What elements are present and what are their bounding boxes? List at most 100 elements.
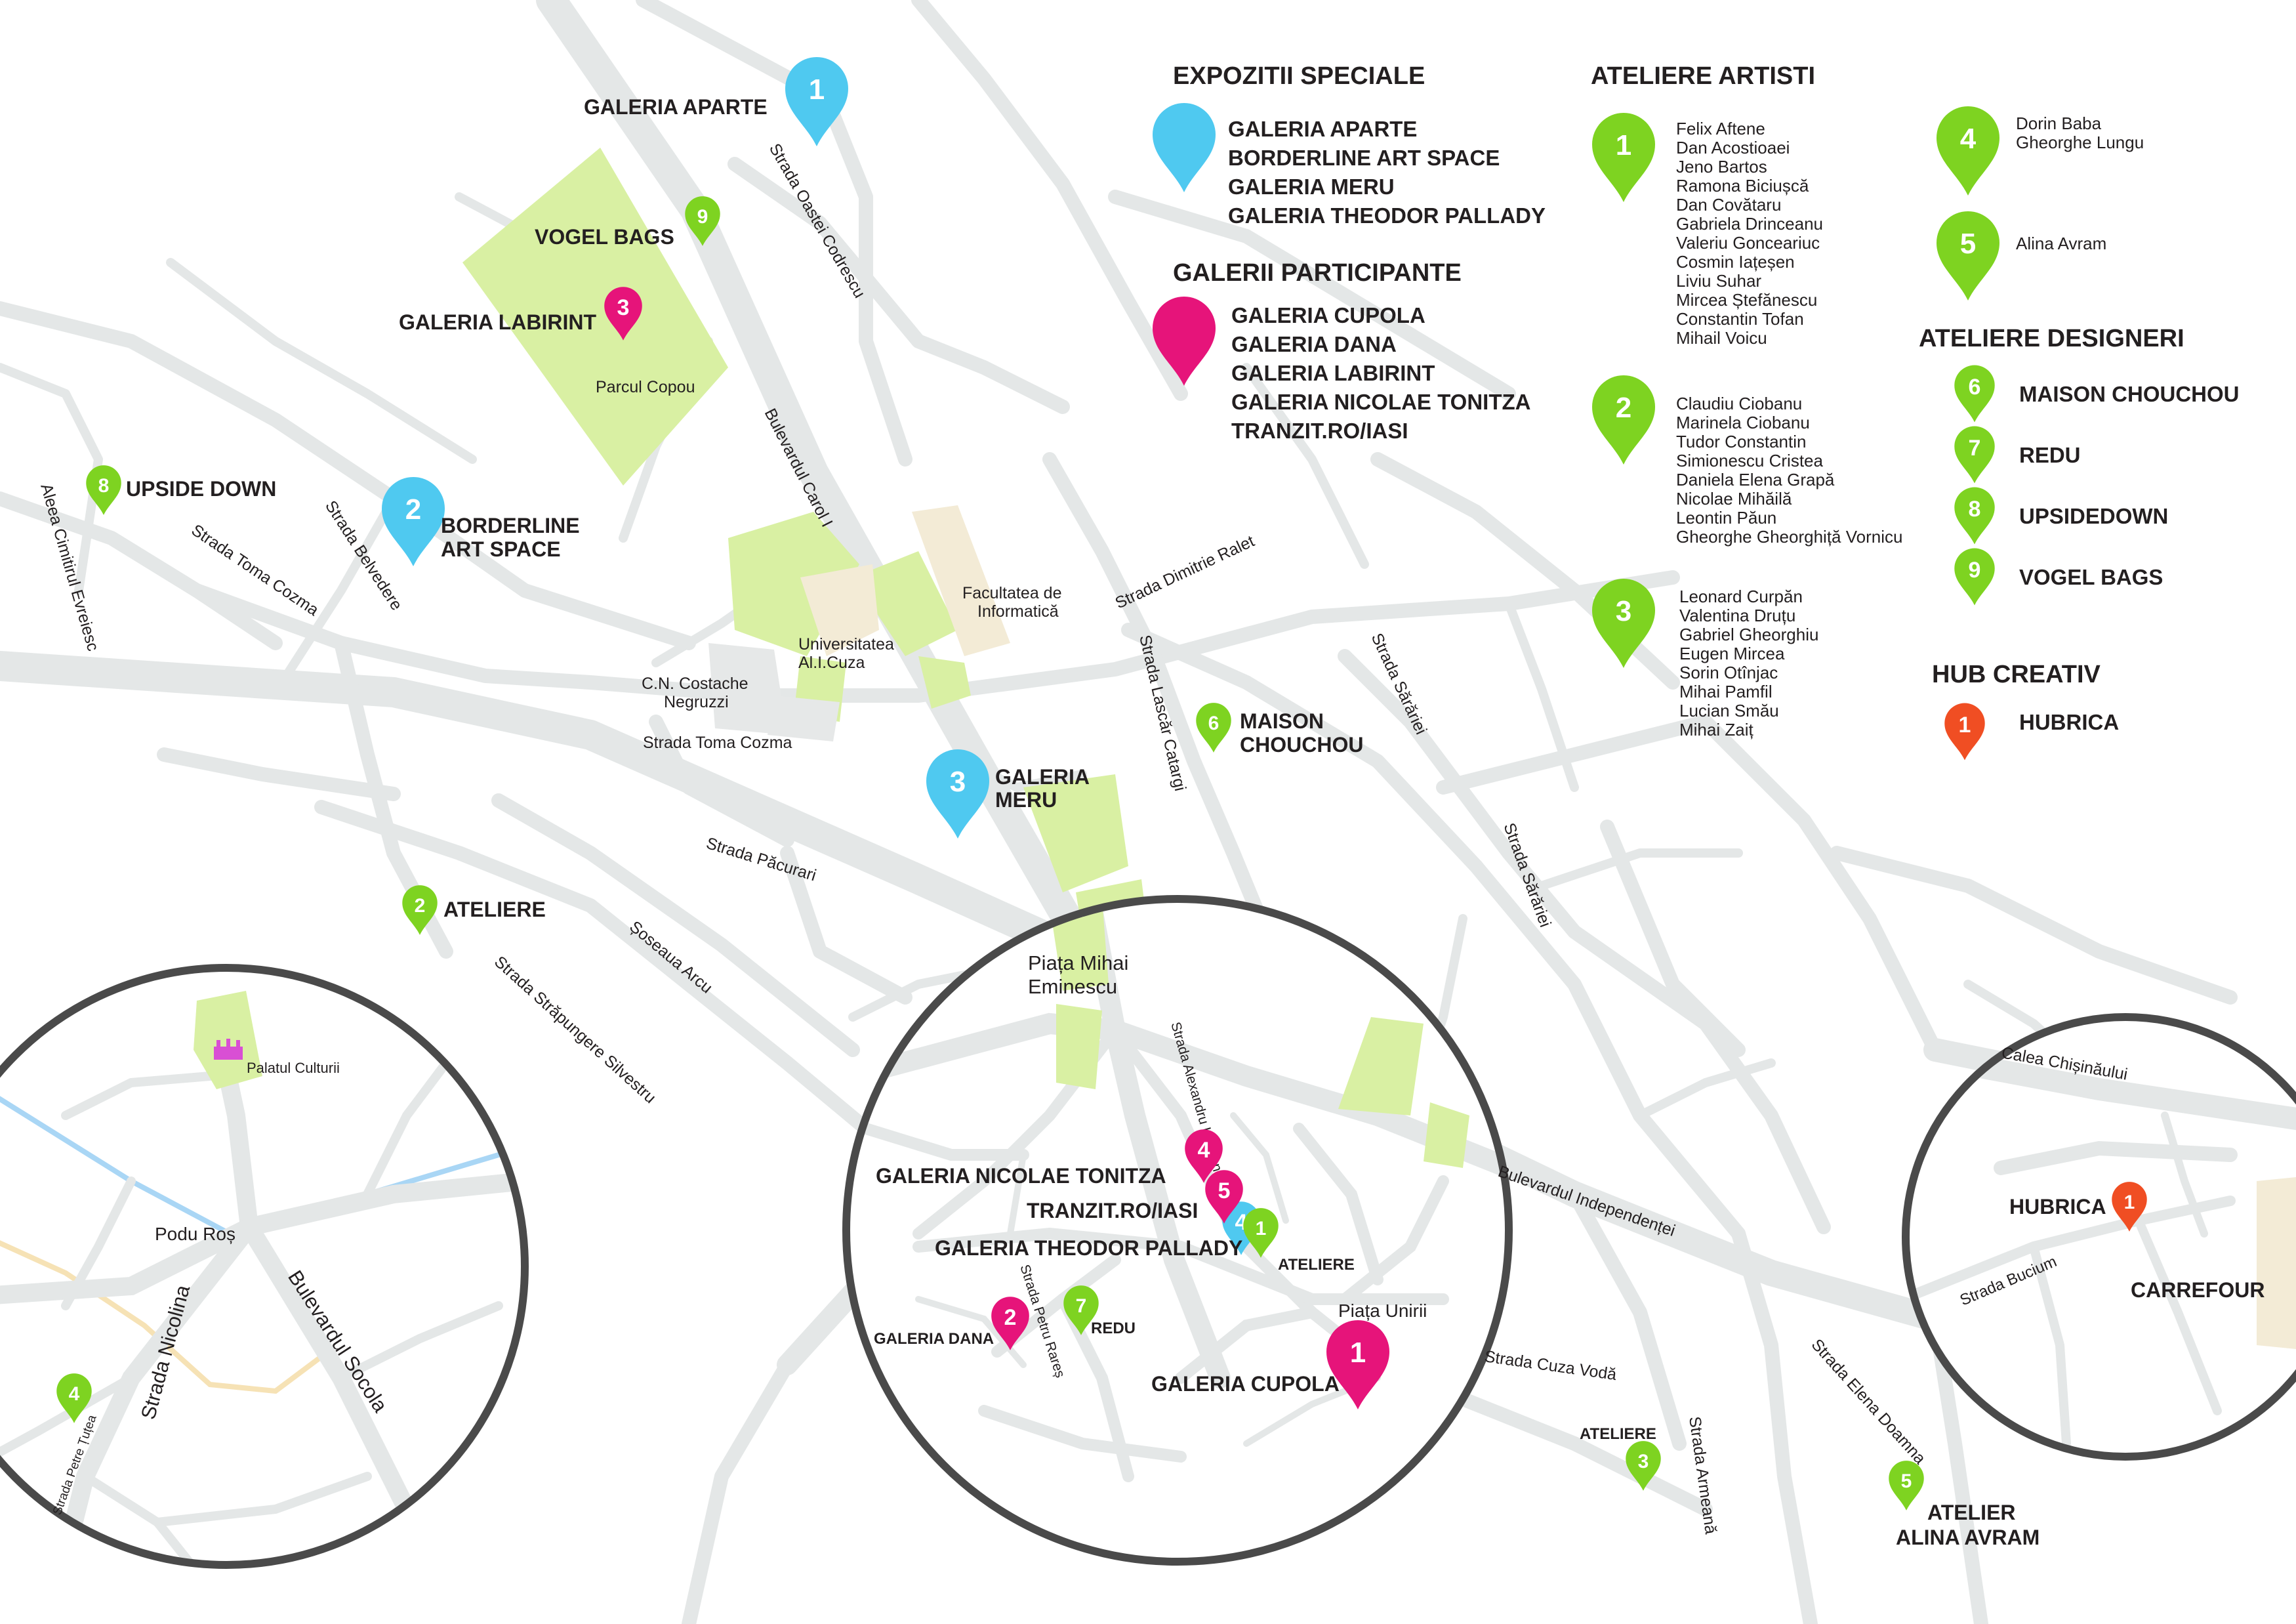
pin-number: 8 <box>98 475 110 497</box>
pin-label: ATELIERE <box>443 898 546 921</box>
pin-number: 4 <box>1198 1138 1210 1163</box>
legend-galerii: GALERII PARTICIPANTE GALERIA CUPOLA GALE… <box>1153 259 1531 443</box>
pin-number: 3 <box>1638 1451 1649 1472</box>
pin-vogel-bags[interactable]: 9 VOGEL BAGS <box>535 196 720 249</box>
pin-label: TRANZIT.RO/IASI <box>1027 1199 1198 1222</box>
artist-name: Felix Aftene <box>1676 119 1765 138</box>
map-pins[interactable]: 1 GALERIA APARTE 2 BORDERLINE ART SPACE … <box>56 57 2147 1549</box>
street-label: Strada Elena Doamna <box>1808 1335 1929 1468</box>
legend-item: GALERIA NICOLAE TONITZA <box>1231 390 1531 414</box>
pin-number: 1 <box>1256 1218 1267 1239</box>
pin-upside-down[interactable]: 8 UPSIDE DOWN <box>86 465 276 515</box>
piata-eminescu-label: Piața Mihai <box>1028 951 1128 974</box>
artist-name: Ramona Biciușcă <box>1676 176 1809 196</box>
artist-name: Leontin Păun <box>1676 508 1776 528</box>
pin-number: 3 <box>950 766 966 798</box>
artist-name: Gheorghe Gheorghiță Vornicu <box>1676 527 1902 547</box>
legend-heading: EXPOZITII SPECIALE <box>1173 62 1425 90</box>
street-label: Strada Armeană <box>1685 1415 1720 1535</box>
legend-item: GALERIA THEODOR PALLADY <box>1228 203 1546 228</box>
blue-pin-icon <box>1153 103 1216 192</box>
street-label: Strada Străpungere Silvestru <box>491 953 659 1108</box>
pin-galeria-aparte[interactable]: 1 GALERIA APARTE <box>584 57 848 146</box>
legend-heading: ATELIERE DESIGNERI <box>1919 325 2184 352</box>
pin-label: VOGEL BAGS <box>535 225 674 249</box>
artist-name: Claudiu Ciobanu <box>1676 394 1802 413</box>
artist-name: Eugen Mircea <box>1679 644 1785 663</box>
facultatea-label: Informatică <box>977 602 1059 621</box>
artist-name: Cosmin Iațeșen <box>1676 252 1795 272</box>
pin-galeria-theodor-pallady[interactable]: 4 GALERIA THEODOR PALLADY <box>935 1201 1260 1260</box>
pin-label: GALERIA <box>995 765 1090 789</box>
pin-ateliere-4[interactable]: 4 <box>56 1373 92 1423</box>
pin-maison-chouchou[interactable]: 6 MAISON CHOUCHOU <box>1196 703 1363 757</box>
pin-borderline-art-space[interactable]: 2 BORDERLINE ART SPACE <box>382 477 580 566</box>
pin-galeria-dana[interactable]: 2 GALERIA DANA <box>874 1297 1029 1350</box>
palace-icon <box>214 1039 243 1060</box>
legend-item: VOGEL BAGS <box>2019 565 2163 589</box>
legend-pin-number: 1 <box>1959 713 1971 738</box>
pin-label: REDU <box>1091 1320 1136 1337</box>
pin-atelier-alina-avram[interactable]: 5 ATELIER ALINA AVRAM <box>1889 1461 2040 1549</box>
park-patch <box>1023 774 1128 892</box>
place-labels: Parcul Copou Facultatea de Informatică U… <box>155 378 2265 1321</box>
pin-label: GALERIA CUPOLA <box>1151 1372 1340 1396</box>
street-label: Strada Cuza Vodă <box>1483 1347 1618 1384</box>
legend-item: GALERIA CUPOLA <box>1231 303 1425 327</box>
artist-name: Nicolae Mihăilă <box>1676 489 1792 509</box>
pin-number: 2 <box>1004 1305 1017 1330</box>
pin-label: GALERIA THEODOR PALLADY <box>935 1236 1242 1260</box>
artist-list: Leonard Curpăn Valentina Druțu Gabriel G… <box>1679 587 1818 739</box>
artist-name: Valentina Druțu <box>1679 606 1795 625</box>
universitatea-label: Al.I.Cuza <box>798 654 865 672</box>
pin-galeria-nicolae-tonitza[interactable]: 4 GALERIA NICOLAE TONITZA <box>876 1129 1223 1188</box>
legend-item: TRANZIT.RO/IASI <box>1231 419 1408 443</box>
pin-label: ATELIERE <box>1580 1425 1656 1443</box>
piata-eminescu-label: Eminescu <box>1028 975 1117 998</box>
pin-redu[interactable]: 7 REDU <box>1063 1285 1136 1337</box>
pin-number: 2 <box>415 895 426 917</box>
pin-galeria-cupola[interactable]: 1 GALERIA CUPOLA <box>1151 1320 1389 1409</box>
legend-item: GALERIA MERU <box>1228 175 1395 199</box>
pin-number: 1 <box>2124 1192 2135 1213</box>
legend-item: GALERIA APARTE <box>1228 117 1417 141</box>
legend-ateliere-designeri: ATELIERE DESIGNERI 6 MAISON CHOUCHOU 7 R… <box>1919 325 2240 606</box>
pin-label: UPSIDE DOWN <box>126 477 276 501</box>
pin-label: CHOUCHOU <box>1240 733 1363 757</box>
artist-name: Dorin Baba <box>2016 114 2102 133</box>
pin-ateliere-1[interactable]: 1 ATELIERE <box>1243 1208 1355 1274</box>
pin-ateliere-3[interactable]: 3 ATELIERE <box>1580 1425 1661 1491</box>
legend-ateliere-artisti: ATELIERE ARTISTI 1 Felix Aftene Dan Acos… <box>1591 62 2144 739</box>
artist-list: Claudiu Ciobanu Marinela Ciobanu Tudor C… <box>1676 394 1902 547</box>
legend: EXPOZITII SPECIALE GALERIA APARTE BORDER… <box>1153 62 2240 760</box>
pin-number: 5 <box>1901 1470 1912 1492</box>
artist-name: Lucian Smău <box>1679 701 1779 720</box>
parcul-copou-label: Parcul Copou <box>596 378 695 396</box>
artist-name: Dan Covătaru <box>1676 195 1781 215</box>
artist-name: Mihai Pamfil <box>1679 682 1773 701</box>
legend-pin-number: 9 <box>1969 558 1981 583</box>
university-building <box>800 564 879 656</box>
pin-label: MAISON <box>1240 709 1324 733</box>
artist-name: Leonard Curpăn <box>1679 587 1803 606</box>
pin-tranzit[interactable]: 5 TRANZIT.RO/IASI <box>1027 1170 1243 1224</box>
artist-name: Constantin Tofan <box>1676 309 1804 329</box>
artist-name: Valeriu Gonceariuc <box>1676 233 1820 253</box>
pin-number: 1 <box>809 73 825 106</box>
facultatea-label: Facultatea de <box>962 584 1062 602</box>
legend-expozitii: EXPOZITII SPECIALE GALERIA APARTE BORDER… <box>1153 62 1546 228</box>
artist-name: Mihai Zaiț <box>1679 720 1753 739</box>
pin-hubrica[interactable]: 1 HUBRICA <box>2009 1182 2147 1232</box>
pin-galeria-meru[interactable]: 3 GALERIA MERU <box>926 749 1090 839</box>
legend-item: REDU <box>2019 443 2081 467</box>
legend-pin-number: 2 <box>1616 392 1631 424</box>
faculty-building <box>912 505 1010 656</box>
pin-number: 9 <box>697 206 708 228</box>
legend-hub-creativ: HUB CREATIV 1 HUBRICA <box>1932 661 2119 760</box>
legend-item: GALERIA DANA <box>1231 332 1397 356</box>
palatul-label: Palatul Culturii <box>247 1060 340 1076</box>
pin-galeria-labirint[interactable]: 3 GALERIA LABIRINT <box>399 287 642 341</box>
artist-name: Mihail Voicu <box>1676 328 1767 348</box>
pin-ateliere-2[interactable]: 2 ATELIERE <box>402 885 546 935</box>
